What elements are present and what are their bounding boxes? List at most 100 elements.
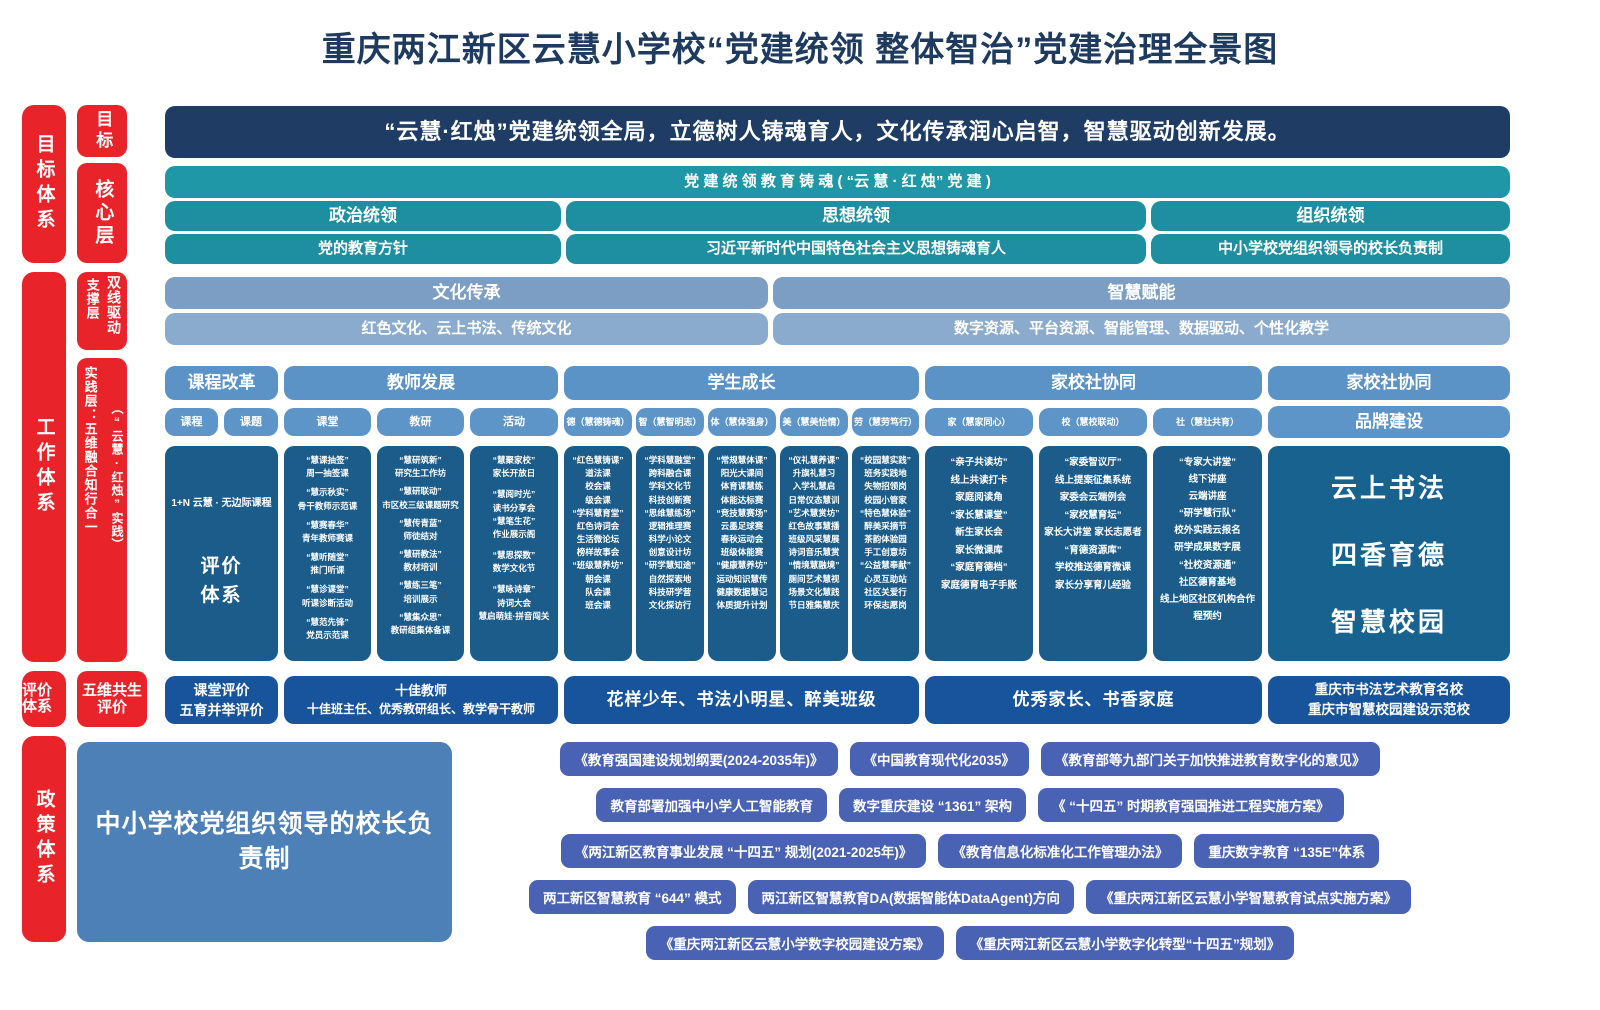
practice-sub-activity: 活动: [470, 408, 558, 436]
tag-yunhui-practice-label: （“云慧·红烛”实践）: [110, 402, 124, 551]
detail-line: 线上共读打卡: [950, 474, 1008, 486]
detail-line: “情境慧融境”: [788, 560, 840, 571]
detail-line: 升旗礼慧习: [792, 468, 836, 479]
policy-tag[interactable]: 《两江新区教育事业发展 “十四五” 规划(2021-2025年)》: [560, 834, 927, 868]
goal-statement: “云慧·红烛”党建统领全局，立德树人铸魂育人，文化传承润心启智，智慧驱动创新发展…: [165, 106, 1510, 158]
detail-line: 家长开放日: [492, 468, 536, 479]
detail-line: 体质提升计划: [716, 599, 768, 610]
policy-tag[interactable]: 《 “十四五” 时期教育强国推进工程实施方案》: [1038, 788, 1344, 822]
rail-work-system: 工作体系: [22, 272, 66, 662]
detail-line: 茶韵体验园: [864, 534, 907, 545]
core-col-2-head: 组织统领: [1151, 201, 1510, 231]
core-col-1-head: 思想统领: [566, 201, 1146, 231]
policy-tag[interactable]: 《教育部等九部门关于加快推进教育数字化的意见》: [1041, 742, 1380, 776]
policy-tag[interactable]: 《教育强国建设规划纲要(2024-2035年)》: [560, 742, 838, 776]
policy-tag[interactable]: 《重庆两江新区云慧小学智慧教育试点实施方案》: [1086, 880, 1412, 914]
detail-line: 骨干教师示范课: [297, 500, 358, 511]
eval-line: 五育并举评价: [179, 702, 264, 718]
brand-item: 四香育德: [1330, 540, 1447, 570]
brand-column: 云上书法 四香育德 智慧校园: [1268, 446, 1510, 661]
detail-line: “常规慧体课”: [716, 455, 768, 465]
detail-line: 家委会云端例会: [1059, 492, 1127, 504]
detail-line: 1+N 云慧 · 无边际课程: [171, 498, 272, 510]
detail-line: 社区关爱行: [864, 586, 907, 597]
core-col-2-body: 中小学校党组织领导的校长负责制: [1151, 234, 1510, 264]
detail-line: “仪礼慧养课”: [788, 455, 840, 465]
detail-mei-aesthetic: “仪礼慧养课” 升旗礼慧习 入学礼慧启 日常仪态慧训 “艺术慧赏坊” 红色故事慧…: [780, 446, 848, 661]
core-col-1-body: 习近平新时代中国特色社会主义思想铸魂育人: [566, 234, 1146, 264]
detail-line: 环保志愿岗: [864, 599, 907, 610]
detail-line: 醉美采摘节: [864, 520, 907, 531]
detail-line: “慧范先锋”: [306, 616, 349, 627]
policy-row: 《教育强国建设规划纲要(2024-2035年)》 《中国教育现代化2035》 《…: [470, 742, 1470, 776]
rail-policy-system: 政策体系: [22, 736, 66, 942]
policy-tag[interactable]: 教育部署加强中小学人工智能教育: [596, 788, 827, 822]
detail-line: 社区德育基地: [1178, 576, 1236, 588]
detail-line: “校园慧实践”: [859, 455, 911, 465]
detail-line: 阳光大课间: [720, 468, 764, 479]
eval-line: 花样少年、书法小明星、醉美班级: [606, 689, 877, 709]
detail-line: 教材培训: [403, 562, 438, 573]
detail-line: 班级体能赛: [720, 547, 764, 558]
detail-line: 班级风采慧展: [788, 534, 840, 545]
detail-line: “家校慧育坛”: [1064, 509, 1122, 521]
detail-line: 家长微课库: [955, 544, 1003, 556]
eval-box-classroom: 课堂评价 五育并举评价: [165, 676, 278, 724]
policy-tag[interactable]: 《重庆两江新区云慧小学数字校园建设方案》: [645, 926, 944, 960]
detail-line: 培训展示: [403, 593, 438, 604]
policy-tag[interactable]: 数字重庆建设 “1361” 架构: [838, 788, 1027, 822]
detail-line: 校园小管家: [864, 494, 907, 505]
detail-line: “慧示秋实”: [306, 487, 349, 498]
detail-line: “慧听随堂”: [306, 552, 349, 563]
practice-sub-topic: 课题: [224, 408, 278, 436]
page-title: 重庆两江新区云慧小学校“党建统领 整体智治”党建治理全景图: [321, 31, 1279, 69]
detail-line: 榜样故事会: [576, 547, 620, 558]
policy-tag[interactable]: 两江新区智慧教育DA(数据智能体DataAgent)方向: [747, 880, 1075, 914]
tag-support-dual: 支撑层 双线驱动: [77, 272, 127, 350]
brand-item: 云上书法: [1330, 473, 1447, 503]
detail-line: 道法课: [585, 468, 611, 479]
eval-box-honors: 重庆市书法艺术教育名校 重庆市智慧校园建设示范校: [1268, 676, 1510, 724]
tag-goal: 目标: [77, 105, 127, 157]
eval-line: 十佳教师: [394, 682, 447, 698]
detail-line: “慧练三笔”: [399, 580, 442, 591]
practice-sub-research: 教研: [377, 408, 464, 436]
detail-line: 入学礼慧启: [792, 481, 836, 492]
detail-line: 场景文化慧践: [788, 586, 840, 597]
detail-line: “慧诊课堂”: [306, 584, 349, 595]
detail-line: 运动知识慧传: [716, 573, 768, 584]
detail-line: “慧集众思”: [399, 611, 442, 622]
practice-group-4-head: 家校社协同: [1268, 366, 1510, 400]
detail-line: 研究生工作坊: [394, 468, 446, 479]
tag-dual-drive-label: 双线驱动: [106, 275, 122, 335]
detail-line: “育德资源库”: [1064, 544, 1122, 556]
detail-line: 心灵互助站: [864, 573, 907, 584]
detail-line: 家长大讲堂 家长志愿者: [1044, 527, 1142, 539]
detail-line: “慧聚家校”: [492, 455, 536, 465]
detail-line: “专家大讲堂”: [1178, 457, 1236, 468]
detail-line: 健康数据慧记: [716, 586, 768, 597]
detail-line: 逻辑推理赛: [648, 520, 692, 531]
policy-tag[interactable]: 重庆数字教育 “135E”体系: [1194, 834, 1380, 868]
brand-item: 智慧校园: [1330, 607, 1447, 637]
support-col-1-body: 数字资源、平台资源、智能管理、数据驱动、个性化教学: [773, 313, 1510, 345]
practice-sub-she: 社（慧社共育）: [1153, 408, 1262, 436]
detail-line: 文化探访行: [648, 599, 692, 610]
policy-tag[interactable]: 《重庆两江新区云慧小学数字化转型“十四五”规划》: [955, 926, 1295, 960]
eval-line: 课堂评价: [193, 681, 250, 698]
detail-line: “社校资源通”: [1178, 559, 1236, 571]
detail-line: “慧笔生花”: [492, 515, 536, 526]
policy-tag[interactable]: 《教育信息化标准化工作管理办法》: [938, 834, 1183, 868]
detail-line: 体能达标赛: [720, 494, 764, 505]
detail-line: 科技研学营: [648, 586, 692, 597]
detail-line: “慧研筑新”: [399, 455, 442, 465]
detail-line: “慧咏诗章”: [492, 584, 536, 595]
detail-line: 红色诗词会: [576, 520, 620, 531]
detail-line: “家长慧课堂”: [950, 509, 1008, 521]
detail-line: 队会课: [585, 586, 611, 597]
practice-group-2-head: 学生成长: [564, 366, 919, 400]
detail-line: 云端讲座: [1188, 491, 1227, 503]
policy-tag[interactable]: 《中国教育现代化2035》: [849, 742, 1030, 776]
policy-tag[interactable]: 两工新区智慧教育 “644” 模式: [528, 880, 736, 914]
detail-lao-labour: “校园慧实践” 班务实践地 失物招领岗 校园小管家 “特色慧体验” 醉美采摘节 …: [852, 446, 919, 661]
